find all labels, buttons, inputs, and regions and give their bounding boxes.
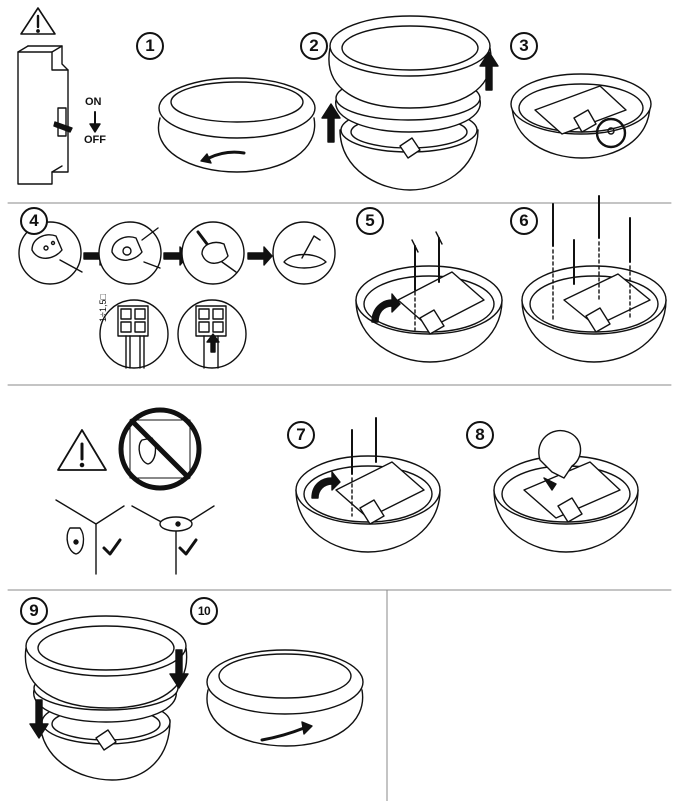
step-badge-2: 2 xyxy=(300,32,328,60)
terminal-block-1 xyxy=(99,299,169,369)
terminal-block-2 xyxy=(177,299,247,369)
wall-mount-ok-icon xyxy=(55,499,125,575)
closed-lamp-10 xyxy=(206,649,364,747)
wiring-step-a xyxy=(18,221,83,285)
base-with-screws-5 xyxy=(355,231,503,363)
step-badge-10: 10 xyxy=(190,597,218,625)
base-with-bulb-8 xyxy=(493,429,639,553)
warning-icon xyxy=(57,429,107,471)
wiring-step-b xyxy=(98,221,162,285)
wire-gauge-unit: □ xyxy=(98,294,108,300)
wire-gauge-value: 1÷1,5 xyxy=(98,299,108,322)
wiring-step-d xyxy=(272,221,336,285)
wiring-step-c xyxy=(181,221,245,285)
lamp-cover-lower xyxy=(24,615,189,781)
switch-off-label: OFF xyxy=(84,134,106,146)
arrow-right-icon xyxy=(247,246,273,266)
closed-lamp-1 xyxy=(157,77,316,173)
circuit-breaker-icon xyxy=(17,45,73,185)
step-badge-8: 8 xyxy=(466,421,494,449)
step-badge-4: 4 xyxy=(20,207,48,235)
switch-arrow xyxy=(89,111,101,133)
step-badge-1: 1 xyxy=(136,32,164,60)
section-dividers xyxy=(7,202,672,802)
wire-gauge-label: 1÷1,5□ xyxy=(98,294,108,322)
step-badge-5: 5 xyxy=(356,207,384,235)
base-with-screws-7 xyxy=(295,417,441,553)
base-with-screws-6 xyxy=(521,195,667,363)
warning-icon xyxy=(20,7,56,35)
prohibited-wall-mount-icon xyxy=(118,407,202,491)
open-base-3 xyxy=(510,73,652,159)
step-badge-6: 6 xyxy=(510,207,538,235)
lamp-cover-lift xyxy=(321,15,499,191)
ceiling-mount-ok-icon xyxy=(131,505,215,575)
switch-on-label: ON xyxy=(85,96,102,108)
step-badge-3: 3 xyxy=(510,32,538,60)
step-badge-9: 9 xyxy=(20,597,48,625)
step-badge-7: 7 xyxy=(287,421,315,449)
